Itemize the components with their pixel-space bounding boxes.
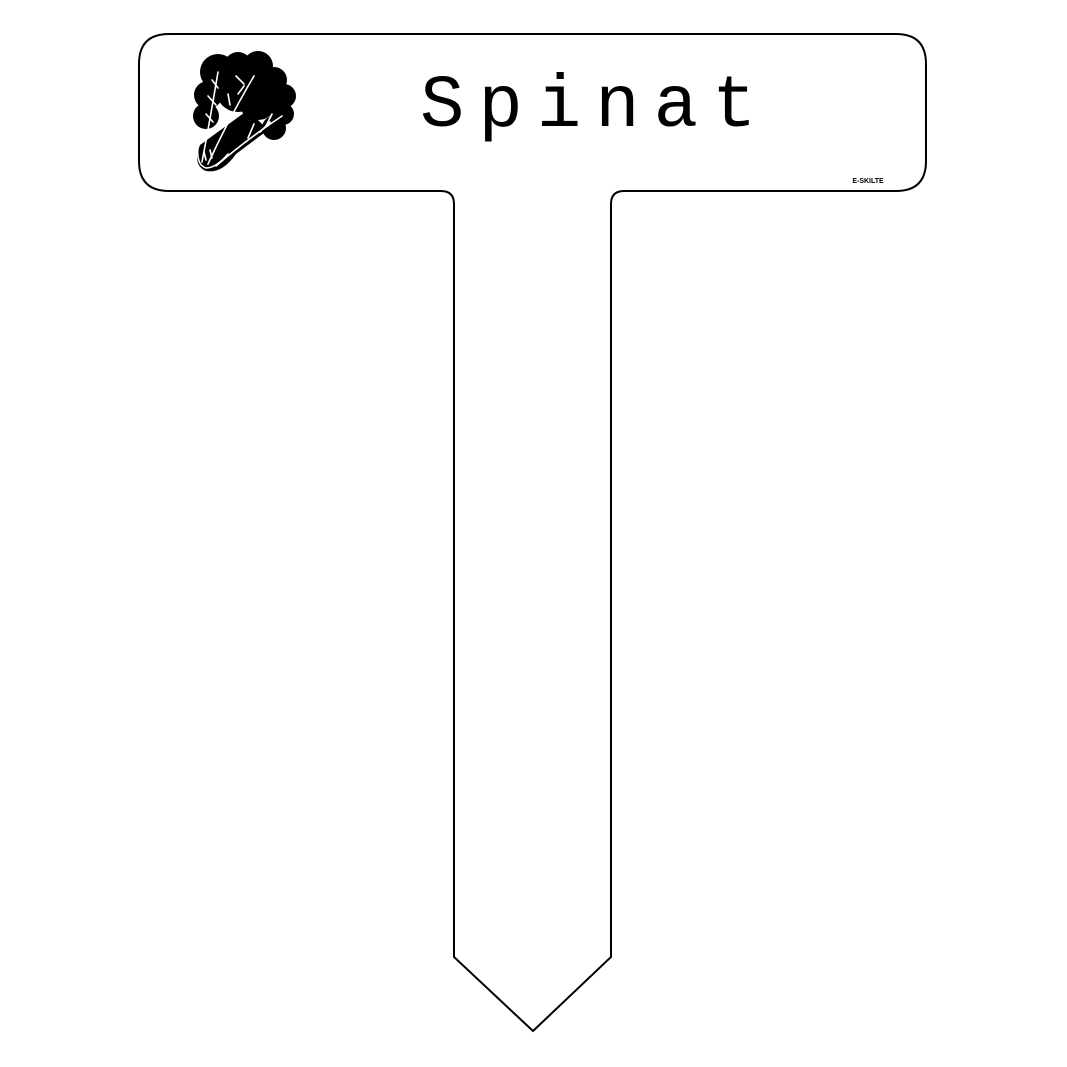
brand-label: E-SKILTE <box>852 178 884 185</box>
spinach-leaf-icon <box>193 51 296 172</box>
plant-name-title: Spinat <box>420 65 771 149</box>
